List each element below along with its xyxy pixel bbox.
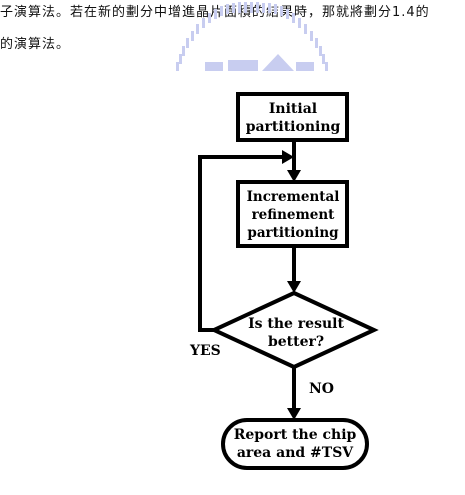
node-initial-partitioning-label: Initial partitioning xyxy=(238,100,348,136)
arrowhead xyxy=(287,281,301,293)
edge-yes-label: YES xyxy=(190,343,221,359)
node-incremental-refinement-label: Incremental refinement partitioning xyxy=(243,188,343,242)
node-label-text: Report the chip area and #TSV xyxy=(233,427,357,461)
node-label-text: Incremental refinement partitioning xyxy=(246,189,340,241)
report-terminal xyxy=(221,418,369,470)
edge-no-label: NO xyxy=(309,381,334,397)
arrowhead xyxy=(287,408,301,420)
node-decision-label: Is the result better? xyxy=(246,315,346,351)
node-label-text: Is the result better? xyxy=(248,316,344,350)
arrowhead xyxy=(287,170,301,182)
node-report-label: Report the chip area and #TSV xyxy=(223,426,367,462)
arrow-yes-loop xyxy=(198,155,282,332)
initial-partitioning-box xyxy=(236,92,349,142)
incremental-refinement-box xyxy=(236,180,349,248)
arrowhead xyxy=(282,150,294,164)
node-label-text: Initial partitioning xyxy=(245,101,341,135)
document-text-line: 的演算法。 xyxy=(0,37,71,52)
